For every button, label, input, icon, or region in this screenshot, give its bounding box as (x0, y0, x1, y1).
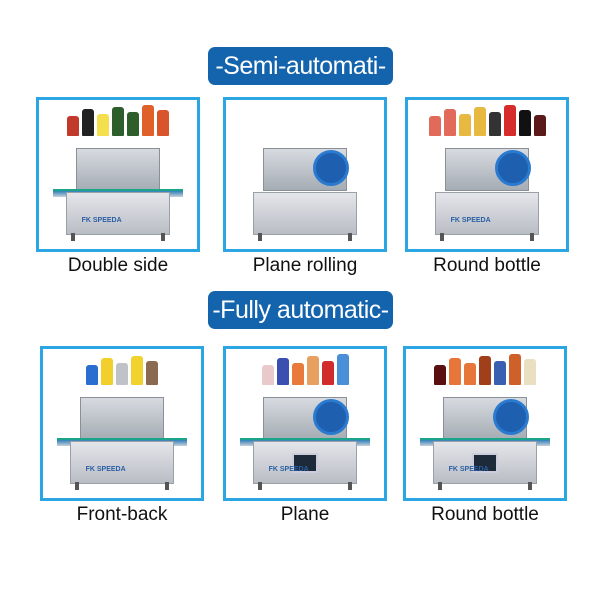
product-bottle (428, 116, 441, 136)
sample-products (234, 106, 376, 136)
section-banner-semi-automatic: -Semi-automati- (208, 47, 393, 85)
brand-logo: FK SPEEDA (448, 465, 489, 473)
product-bottle (112, 107, 124, 136)
product-bottle (336, 354, 349, 385)
touch-screen (472, 452, 498, 473)
product-label: Round bottle (433, 255, 541, 276)
sample-products (234, 354, 376, 385)
product-label: Plane (280, 504, 330, 525)
product-bottle (479, 356, 491, 385)
section-banner-fully-automatic: -Fully automatic- (208, 291, 393, 329)
machine-leg (527, 482, 532, 490)
product-bottle (261, 365, 274, 385)
product-bottle (82, 109, 94, 136)
product-bottle (97, 114, 109, 136)
machine-head (76, 147, 160, 191)
brand-logo: FK SPEEDA (268, 465, 309, 473)
product-bottle (131, 356, 143, 385)
labeling-machine: FK SPEEDA (53, 144, 183, 241)
product-image-plane-rolling[interactable] (223, 97, 387, 252)
machine-leg (160, 233, 165, 241)
product-bottle (449, 358, 461, 385)
product-label: Double side (67, 255, 169, 276)
product-image-double-side[interactable]: FK SPEEDA (36, 97, 200, 252)
machine-leg (440, 233, 445, 241)
brand-logo: FK SPEEDA (81, 216, 122, 224)
machine-base (70, 441, 174, 484)
product-image-plane[interactable]: FK SPEEDA (223, 346, 387, 501)
product-bottle (473, 107, 486, 136)
labeling-machine: FK SPEEDA (422, 144, 552, 241)
product-bottle (127, 112, 139, 136)
machine-leg (258, 482, 263, 490)
product-bottle (488, 112, 501, 136)
product-bottle (494, 361, 506, 385)
product-bottle (503, 105, 516, 136)
labeling-machine (240, 144, 370, 241)
product-bottle (464, 363, 476, 385)
product-bottle (533, 115, 546, 136)
brand-logo: FK SPEEDA (85, 465, 126, 473)
machine-leg (347, 482, 352, 490)
labeling-machine: FK SPEEDA (57, 393, 187, 490)
product-image-round-bottle[interactable]: FK SPEEDA (403, 346, 567, 501)
product-bottle (291, 363, 304, 385)
product-bottle (116, 363, 128, 385)
machine-leg (75, 482, 80, 490)
machine-leg (164, 482, 169, 490)
label-reel (313, 149, 350, 186)
product-bottle (142, 105, 154, 136)
product-label: Front-back (76, 504, 168, 525)
sample-products (414, 354, 556, 385)
product-bottle (67, 116, 79, 136)
sample-products (416, 105, 558, 136)
sample-products (51, 355, 193, 385)
labeling-machine: FK SPEEDA (240, 393, 370, 490)
product-bottle (306, 356, 319, 385)
product-bottle (518, 110, 531, 136)
product-bottle (524, 359, 536, 385)
label-reel (493, 398, 530, 435)
product-bottle (434, 365, 446, 385)
product-bottle (321, 361, 334, 385)
labeling-machine: FK SPEEDA (420, 393, 550, 490)
sample-products (47, 105, 189, 136)
label-reel (495, 149, 532, 186)
machine-leg (438, 482, 443, 490)
product-bottle (276, 358, 289, 385)
brand-logo: FK SPEEDA (450, 216, 491, 224)
machine-leg (258, 233, 263, 241)
machine-base (66, 192, 170, 235)
machine-leg (529, 233, 534, 241)
product-bottle (146, 361, 158, 385)
machine-leg (347, 233, 352, 241)
machine-base (253, 192, 357, 235)
product-image-front-back[interactable]: FK SPEEDA (40, 346, 204, 501)
product-label: Plane rolling (252, 255, 358, 276)
product-image-round-bottle[interactable]: FK SPEEDA (405, 97, 569, 252)
product-bottle (86, 365, 98, 385)
product-label: Round bottle (431, 504, 539, 525)
product-bottle (443, 109, 456, 136)
machine-leg (71, 233, 76, 241)
product-bottle (101, 358, 113, 385)
label-reel (313, 398, 350, 435)
product-bottle (157, 110, 169, 136)
machine-base (435, 192, 539, 235)
product-bottle (458, 114, 471, 136)
touch-screen (292, 452, 318, 473)
machine-head (80, 396, 164, 440)
product-bottle (509, 354, 521, 385)
